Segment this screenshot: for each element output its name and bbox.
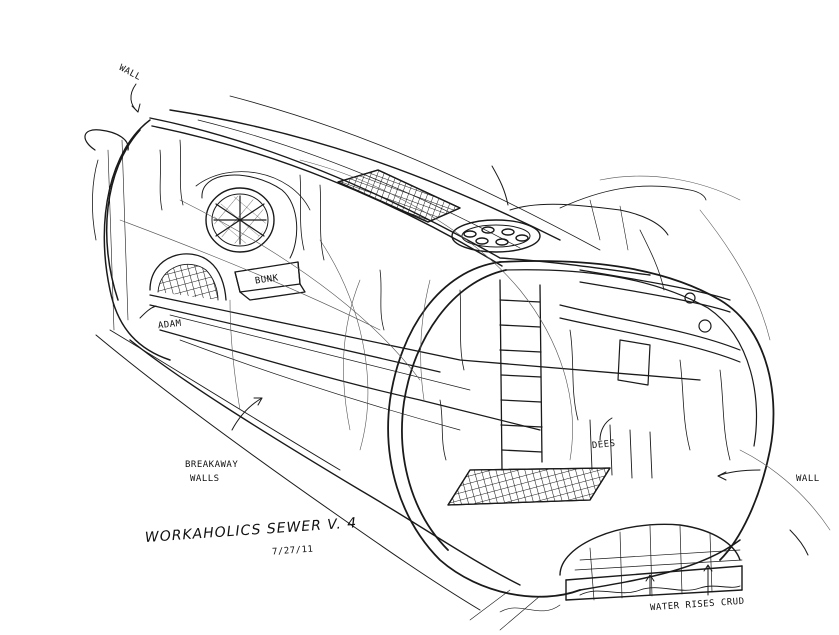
tarp-cloth xyxy=(509,185,707,291)
interior-pipes xyxy=(559,269,741,479)
breakaway-label-line2: WALLS xyxy=(190,474,220,484)
wall-label-right: WALL xyxy=(796,474,820,484)
annotation-arrows xyxy=(130,83,809,596)
breakaway-label-line1: BREAKAWAY xyxy=(185,460,239,470)
walkway-floor xyxy=(95,294,701,611)
water-channel xyxy=(469,523,743,631)
front-ring xyxy=(387,260,775,598)
bunk-platform xyxy=(234,261,306,301)
tunnel-back-end xyxy=(84,119,171,361)
ladder xyxy=(499,279,543,471)
top-grate xyxy=(337,169,461,223)
front-floor-grate xyxy=(447,467,611,506)
manhole-cover xyxy=(451,219,541,253)
back-porthole xyxy=(195,171,311,259)
wall-drips xyxy=(159,139,465,461)
construction-lines xyxy=(119,159,831,531)
back-arch-doorway xyxy=(149,253,227,301)
